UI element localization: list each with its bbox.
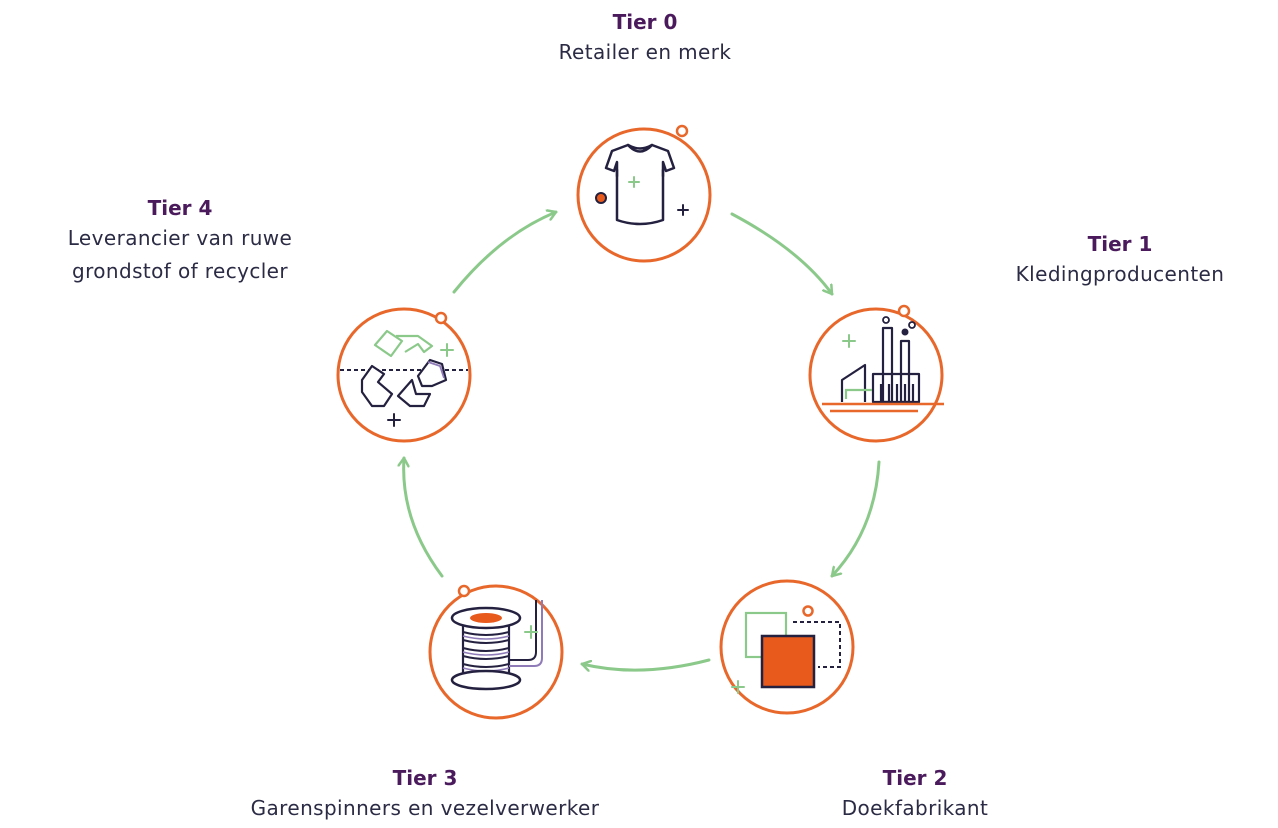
tier-2-label: Tier 2 Doekfabrikant bbox=[735, 764, 1095, 825]
arrow-tier4-to-tier0 bbox=[452, 212, 558, 294]
arrow-tier2-to-tier3 bbox=[580, 658, 711, 670]
tier-description: Garenspinners en vezelverwerker bbox=[250, 796, 600, 820]
tier-3-label: Tier 3 Garenspinners en vezelverwerker bbox=[215, 764, 635, 825]
tier-title: Tier 3 bbox=[392, 766, 458, 790]
tier-description: Doekfabrikant bbox=[841, 796, 989, 820]
tier-description: Kledingproducenten bbox=[1015, 262, 1225, 286]
tier-0-label: Tier 0 Retailer en merk bbox=[465, 8, 825, 69]
tier-description: Leverancier van ruwe bbox=[67, 226, 293, 250]
tier-title: Tier 2 bbox=[882, 766, 948, 790]
tier-2-node bbox=[719, 579, 855, 715]
tier-4-label: Tier 4 Leverancier van ruwe grondstof of… bbox=[0, 194, 360, 288]
yarn-spool-icon bbox=[450, 600, 543, 691]
arrow-tier1-to-tier2 bbox=[830, 460, 881, 578]
tier-title: Tier 1 bbox=[1087, 232, 1153, 256]
arrow-tier3-to-tier4 bbox=[404, 456, 444, 578]
recycle-icon bbox=[340, 329, 468, 408]
t-shirt-icon bbox=[604, 143, 676, 226]
tier-description: grondstof of recycler bbox=[71, 259, 289, 283]
tier-0-node bbox=[576, 124, 712, 263]
tier-4-node bbox=[336, 307, 472, 443]
tier-title: Tier 0 bbox=[612, 10, 678, 34]
tier-1-node bbox=[808, 304, 944, 443]
tier-1-label: Tier 1 Kledingproducenten bbox=[940, 230, 1278, 291]
tier-3-node bbox=[428, 584, 564, 720]
factory-icon bbox=[840, 326, 921, 404]
tier-description: Retailer en merk bbox=[558, 40, 732, 64]
arrow-tier0-to-tier1 bbox=[730, 212, 834, 296]
fabric-squares-icon bbox=[744, 611, 841, 689]
tier-title: Tier 4 bbox=[147, 196, 213, 220]
